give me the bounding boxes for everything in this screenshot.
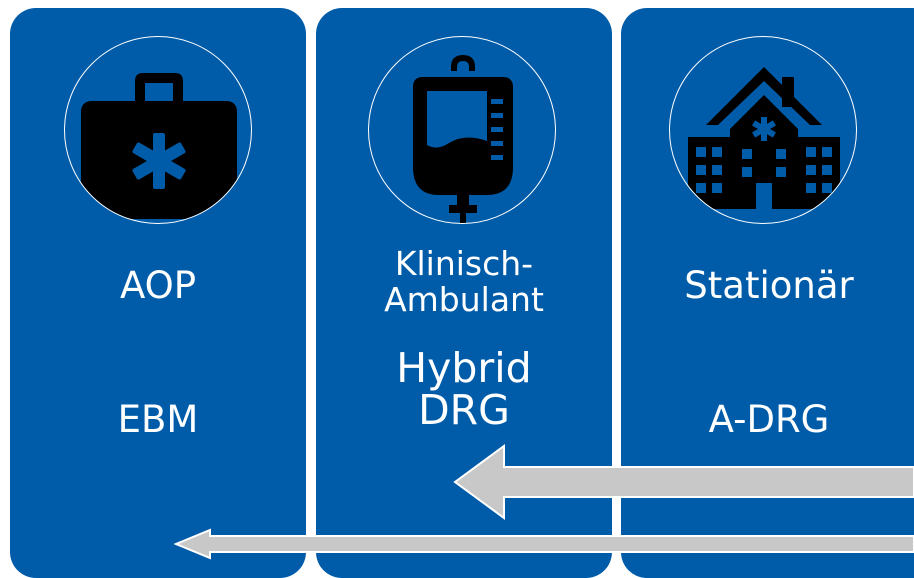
category-label: Stationär <box>684 264 854 307</box>
category-label-line1: Klinisch- <box>394 244 534 283</box>
arrow-stationaer-to-hybrid <box>453 444 914 520</box>
billing-label-line2: DRG <box>418 386 510 434</box>
icon-circle-stationaer <box>669 36 857 224</box>
category-label: AOP <box>119 264 197 307</box>
billing-label: A-DRG <box>708 398 830 441</box>
arrow-to-aop <box>173 528 914 560</box>
billing-label-line1: Hybrid <box>396 344 532 392</box>
icon-circle-aop <box>64 36 252 224</box>
category-label-line2: Ambulant <box>384 280 544 319</box>
iv-bag-icon <box>413 55 513 223</box>
billing-label: EBM <box>117 398 199 441</box>
panel-aop: AOP EBM <box>10 8 306 578</box>
hospital-icon <box>688 67 840 209</box>
medical-bag-icon <box>81 73 237 219</box>
icon-circle-klinisch-ambulant <box>368 36 556 224</box>
